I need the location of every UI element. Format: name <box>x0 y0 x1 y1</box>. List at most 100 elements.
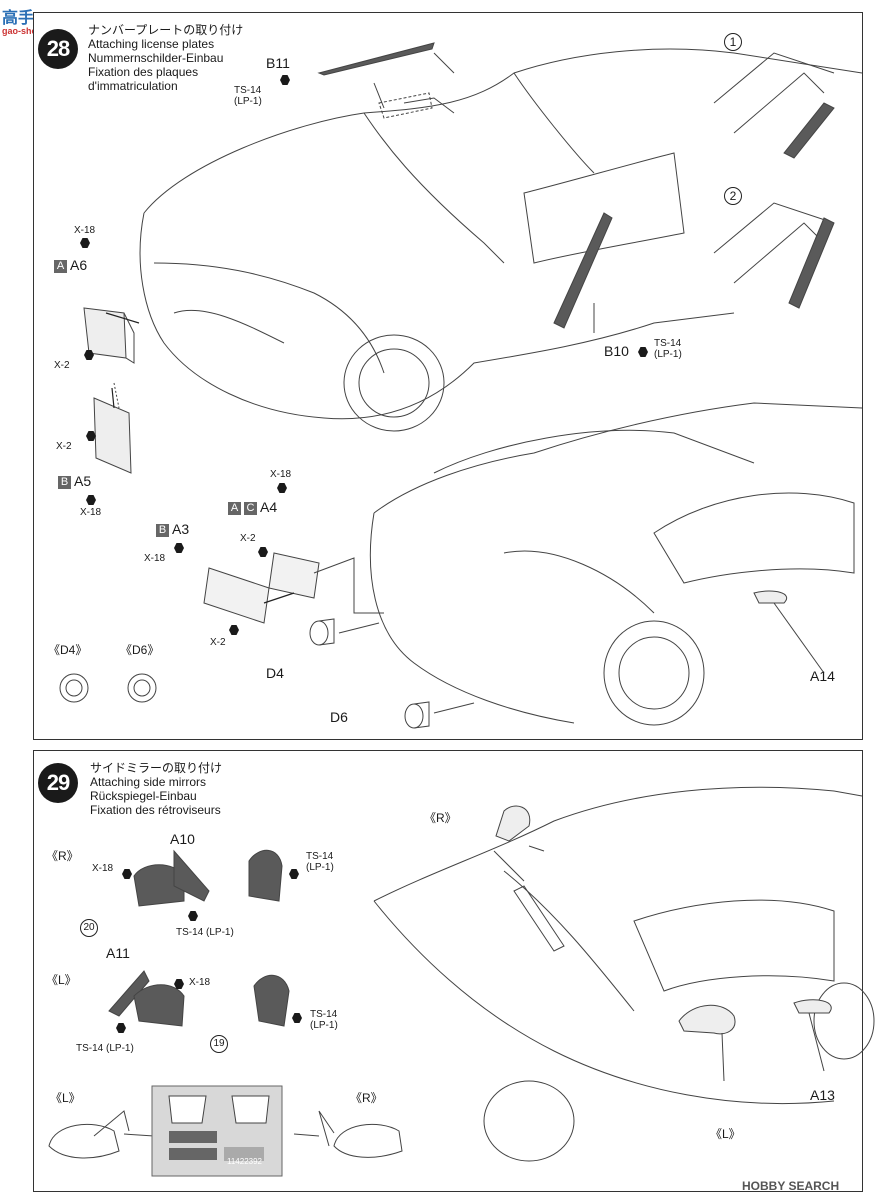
paint-icon <box>280 75 290 85</box>
part-a13 <box>793 999 832 1014</box>
part-b10 <box>553 212 613 329</box>
label-x18-a: X-18 <box>74 225 96 236</box>
part-a14 <box>753 590 787 604</box>
part-d6 <box>404 703 424 729</box>
label-a11: A11 <box>106 945 130 961</box>
tag-a4-1: A <box>228 502 241 515</box>
paint-icon <box>188 911 198 921</box>
label-l-bottom: 《L》 <box>50 1091 81 1105</box>
label-ts14-lp1-a: TS-14 (LP-1) <box>176 927 234 938</box>
label-r-bottom: 《R》 <box>350 1091 383 1105</box>
sub-2-circle: 2 <box>724 187 742 205</box>
paint-icon <box>86 495 96 505</box>
label-r-left: 《R》 <box>46 849 79 863</box>
sub-1-circle: 1 <box>724 33 742 51</box>
step-29-illustration <box>48 786 875 1177</box>
rear-wheel <box>603 620 705 726</box>
rear-wheel <box>483 1080 575 1162</box>
car-rear-outline <box>373 402 863 514</box>
title-de: Rückspiegel-Einbau <box>90 789 197 803</box>
step-28-panel: 28 ナンバープレートの取り付け Attaching license plate… <box>33 12 863 740</box>
label-lp1-a: (LP-1) <box>234 96 262 107</box>
label-ts14-a: TS-14 <box>234 85 262 96</box>
paint-icon <box>84 350 94 360</box>
a6-text: A6 <box>70 257 88 273</box>
part-b11 <box>317 42 435 76</box>
part-a3 <box>203 567 270 624</box>
step-28-illustration <box>59 42 863 729</box>
car-outline <box>373 786 863 902</box>
title-fr: Fixation des rétroviseurs <box>90 803 221 817</box>
mirror-on-car <box>678 1004 736 1035</box>
label-d4: D4 <box>266 665 284 681</box>
paint-icon <box>289 869 299 879</box>
a4-text: A4 <box>260 499 278 515</box>
label-d6: D6 <box>330 709 348 725</box>
decal-code: 11422392 <box>227 1157 262 1166</box>
decal-sheet <box>151 1085 283 1177</box>
paint-icon <box>258 547 268 557</box>
step-titles: サイドミラーの取り付け Attaching side mirrors Rücks… <box>90 761 222 817</box>
label-x2-b: X-2 <box>56 441 72 452</box>
label-ts14-lp1-b: TS-14 (LP-1) <box>76 1043 134 1054</box>
title-de: Nummernschilder-Einbau <box>88 51 224 65</box>
paint-icon <box>638 347 648 357</box>
paint-icon <box>116 1023 126 1033</box>
paint-icon <box>86 431 96 441</box>
label-l-left: 《L》 <box>46 973 77 987</box>
part-a4 <box>268 552 320 599</box>
label-lp1-b: (LP-1) <box>310 1020 338 1031</box>
part-a11 <box>108 970 150 1017</box>
mirror-bottom-right <box>333 1123 403 1158</box>
label-lp1-b: (LP-1) <box>654 349 682 360</box>
label-r-car: 《R》 <box>424 811 457 825</box>
label-b11: B11 <box>266 55 290 71</box>
label-x18-a: X-18 <box>92 863 114 874</box>
watermark-logo: 高手 <box>2 10 35 27</box>
step-titles: ナンバープレートの取り付け Attaching license plates N… <box>88 23 243 93</box>
label-x18-b: X-18 <box>80 507 102 518</box>
label-a10: A10 <box>170 831 195 847</box>
label-ts14-b: TS-14 <box>654 338 682 349</box>
part-d4 <box>309 620 329 646</box>
mirror-bottom-left <box>48 1123 120 1159</box>
label-a14: A14 <box>810 668 835 684</box>
paint-icon <box>277 483 287 493</box>
far-wheel <box>813 982 875 1060</box>
paint-icon <box>229 625 239 635</box>
label-lp1-a: (LP-1) <box>306 862 334 873</box>
label-ts14-b: TS-14 <box>310 1009 338 1020</box>
paint-icon <box>174 543 184 553</box>
label-sub-1: 1 <box>724 33 742 51</box>
num-19-circle: 19 <box>210 1035 228 1053</box>
label-x2-a: X-2 <box>54 360 70 371</box>
paint-icon <box>292 1013 302 1023</box>
label-x18-b: X-18 <box>189 977 211 988</box>
label-l-car: 《L》 <box>710 1127 741 1141</box>
title-fr-1: Fixation des plaques <box>88 65 199 79</box>
label-sub-2: 2 <box>724 187 742 205</box>
title-en: Attaching license plates <box>88 37 215 51</box>
tag-a4-2: C <box>244 502 257 515</box>
paint-icon <box>80 238 90 248</box>
label-num-20: 20 <box>80 917 98 937</box>
title-jp: ナンバープレートの取り付け <box>88 23 244 37</box>
paint-icon <box>174 979 184 989</box>
tag-a6: A <box>54 260 67 273</box>
part-a10 <box>133 864 185 907</box>
paint-icon <box>122 869 132 879</box>
watermark-site: gao-shou.com <box>2 26 64 36</box>
title-en: Attaching side mirrors <box>90 775 207 789</box>
a5-text: A5 <box>74 473 92 489</box>
label-b10: B10 <box>604 343 629 359</box>
title-jp: サイドミラーの取り付け <box>90 761 223 775</box>
label-a13: A13 <box>810 1087 835 1103</box>
tag-a5: B <box>58 476 71 489</box>
label-d6-variant: 《D6》 <box>120 643 160 657</box>
label-x18-c: X-18 <box>270 469 292 480</box>
watermark-hobby-search: HOBBY SEARCH <box>742 1179 840 1193</box>
